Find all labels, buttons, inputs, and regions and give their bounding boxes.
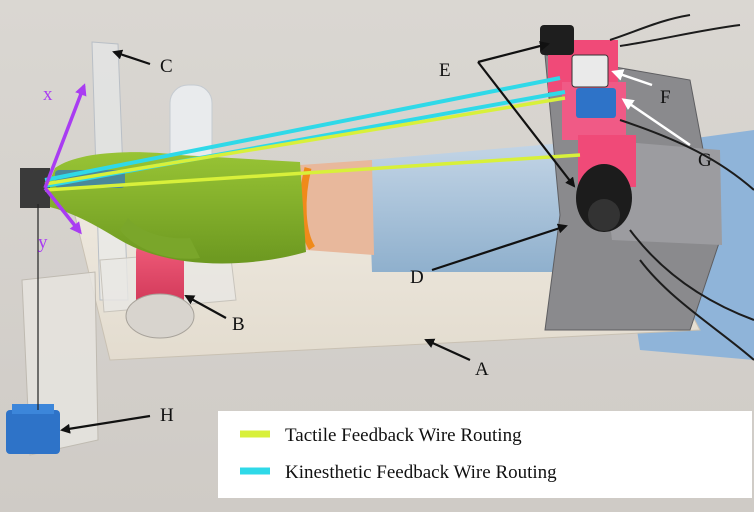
tactile-wire-1 bbox=[44, 96, 566, 186]
cylinder-cap bbox=[125, 293, 195, 339]
motor-H-top bbox=[12, 404, 54, 414]
sleeve bbox=[368, 142, 600, 272]
label-g: G bbox=[698, 150, 712, 171]
axis-x-arrow bbox=[43, 83, 87, 189]
wires bbox=[609, 14, 754, 361]
legend-box bbox=[218, 411, 752, 498]
label-e: E bbox=[439, 60, 451, 81]
callout-arrow-f bbox=[611, 69, 653, 87]
axis-y-label: y bbox=[38, 232, 48, 253]
callout-arrow-e-2 bbox=[477, 61, 576, 188]
legend: Tactile Feedback Wire Routing Kinestheti… bbox=[218, 411, 752, 498]
callout-arrow-b bbox=[184, 295, 227, 319]
wrist-skin bbox=[300, 160, 374, 255]
callout-arrow-d bbox=[431, 223, 568, 272]
callout-arrow-g bbox=[621, 98, 691, 147]
motor-H bbox=[6, 410, 60, 454]
axis-y-arrow bbox=[43, 186, 82, 235]
callout-arrow-c bbox=[112, 49, 151, 66]
label-h: H bbox=[160, 405, 174, 426]
legend-label-tactile: Tactile Feedback Wire Routing bbox=[285, 425, 522, 446]
label-a: A bbox=[475, 359, 489, 380]
motor-G bbox=[576, 88, 616, 118]
tactile-wire-2 bbox=[44, 153, 581, 192]
callout-arrow-h bbox=[60, 414, 151, 434]
label-f: F bbox=[660, 87, 671, 108]
motor-black-top bbox=[540, 25, 574, 55]
callout-arrow-a bbox=[424, 338, 471, 362]
label-b: B bbox=[232, 314, 245, 335]
glove-thumb bbox=[120, 218, 200, 259]
label-d: D bbox=[410, 267, 424, 288]
motor-F bbox=[571, 54, 609, 88]
motor-D-face bbox=[588, 199, 620, 231]
legend-label-kinesthetic: Kinesthetic Feedback Wire Routing bbox=[285, 462, 557, 483]
kinesthetic-wire-1 bbox=[44, 76, 561, 182]
callout-arrow-e-1 bbox=[477, 41, 550, 64]
label-c: C bbox=[160, 56, 173, 77]
axis-x-label: x bbox=[43, 84, 53, 105]
